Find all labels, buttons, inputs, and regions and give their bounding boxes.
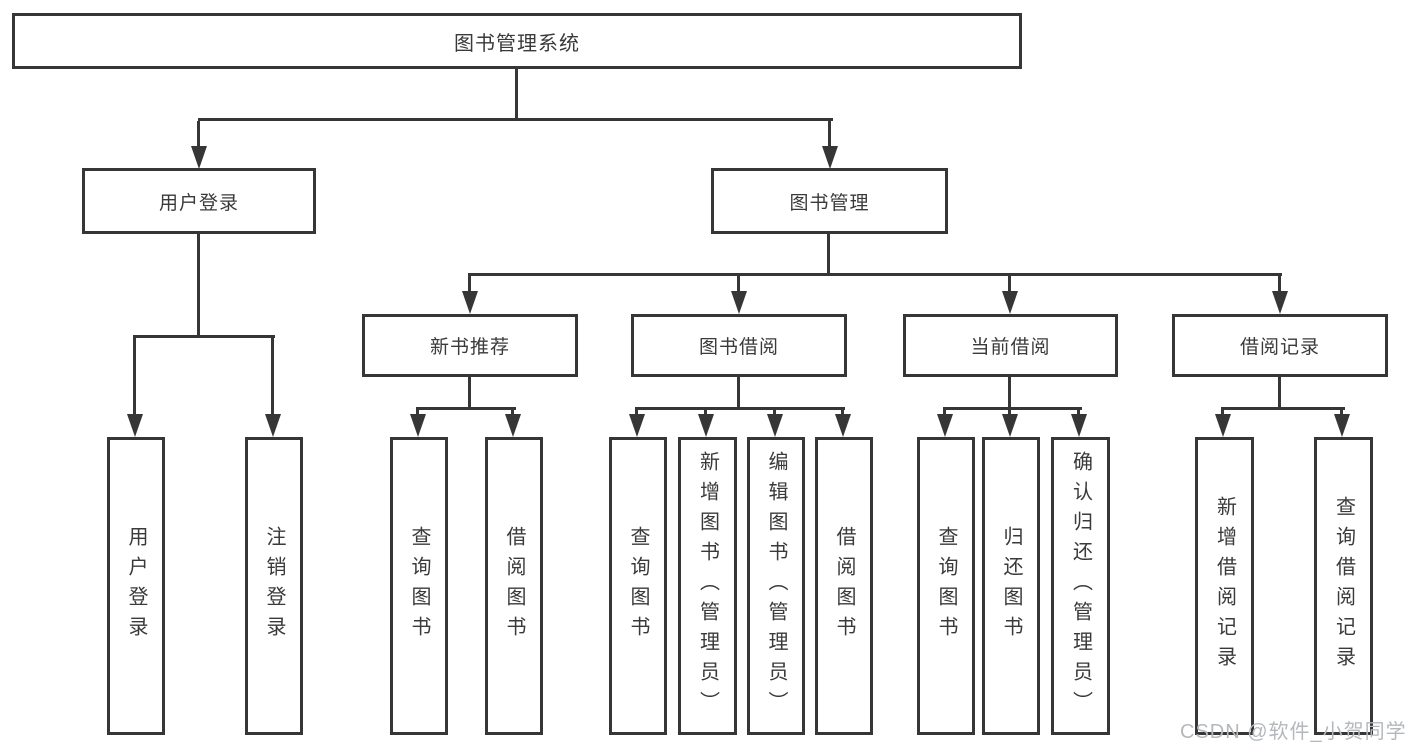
- node-leaf-return-book: 归还图书: [982, 437, 1040, 735]
- watermark-text: CSDN @软件_小贺同学: [1180, 721, 1405, 743]
- leaf-label: 新增图书（管理员）: [696, 451, 719, 721]
- connector-line: [1221, 407, 1345, 410]
- connector-line: [1008, 377, 1011, 407]
- arrow-down-icon: [127, 414, 143, 437]
- leaf-label: 新增借阅记录: [1213, 496, 1236, 676]
- leaf-label: 编辑图书（管理员）: [765, 451, 787, 721]
- node-leaf-query-borrow-record: 查询借阅记录: [1314, 437, 1373, 735]
- connector-line: [737, 377, 740, 407]
- arrow-down-icon: [767, 414, 783, 437]
- arrow-down-icon: [629, 414, 645, 437]
- node-leaf-borrow-book-2: 借阅图书: [815, 437, 873, 735]
- leaf-label: 注销登录: [263, 526, 285, 646]
- connector-line: [841, 410, 844, 417]
- connector-line: [1340, 410, 1343, 417]
- connector-line: [468, 273, 1282, 276]
- node-leaf-add-borrow-record: 新增借阅记录: [1195, 437, 1254, 735]
- node-library-system: 图书管理系统: [12, 13, 1022, 69]
- connector-line: [198, 118, 833, 121]
- arrow-down-icon: [462, 291, 478, 314]
- node-new-book-recommend: 新书推荐: [362, 314, 578, 377]
- connector-line: [1221, 410, 1224, 417]
- connector-line: [704, 410, 707, 417]
- connector-line: [737, 276, 740, 293]
- node-leaf-add-book: 新增图书（管理员）: [678, 437, 737, 735]
- connector-line: [943, 410, 946, 417]
- node-current-borrow: 当前借阅: [903, 314, 1118, 377]
- leaf-label: 查询图书: [935, 526, 957, 646]
- arrow-down-icon: [822, 146, 838, 169]
- arrow-down-icon: [1071, 414, 1087, 437]
- arrow-down-icon: [191, 146, 207, 169]
- connector-line: [197, 234, 200, 335]
- arrow-down-icon: [731, 291, 747, 314]
- node-user-login: 用户登录: [82, 168, 316, 234]
- node-leaf-query-book-2: 查询图书: [609, 437, 667, 735]
- arrow-down-icon: [265, 414, 281, 437]
- connector-line: [827, 234, 830, 273]
- leaf-label: 用户登录: [125, 526, 147, 646]
- connector-line: [1008, 276, 1011, 293]
- arrow-down-icon: [1272, 291, 1288, 314]
- node-book-borrow: 图书借阅: [631, 314, 847, 377]
- leaf-label: 查询借阅记录: [1332, 496, 1355, 676]
- node-leaf-query-book-1: 查询图书: [390, 437, 448, 735]
- node-leaf-edit-book: 编辑图书（管理员）: [747, 437, 805, 735]
- connector-line: [943, 407, 1082, 410]
- connector-line: [635, 410, 638, 417]
- leaf-label: 查询图书: [627, 526, 649, 646]
- connector-line: [271, 338, 274, 417]
- arrow-down-icon: [1334, 414, 1350, 437]
- node-book-management: 图书管理: [711, 168, 948, 234]
- connector-line: [515, 68, 518, 118]
- node-leaf-borrow-book-1: 借阅图书: [485, 437, 543, 735]
- connector-line: [468, 377, 471, 407]
- connector-line: [828, 121, 831, 148]
- arrow-down-icon: [410, 414, 426, 437]
- leaf-label: 确认归还（管理员）: [1069, 451, 1092, 721]
- connector-line: [1278, 377, 1281, 407]
- connector-line: [416, 410, 419, 417]
- leaf-label: 归还图书: [1000, 526, 1022, 646]
- connector-line: [1008, 410, 1011, 417]
- leaf-label: 查询图书: [408, 526, 430, 646]
- node-leaf-query-book-3: 查询图书: [917, 437, 975, 735]
- connector-line: [416, 407, 516, 410]
- arrow-down-icon: [1215, 414, 1231, 437]
- connector-line: [133, 335, 275, 338]
- arrow-down-icon: [835, 414, 851, 437]
- leaf-label: 借阅图书: [503, 526, 525, 646]
- leaf-label: 借阅图书: [833, 526, 855, 646]
- connector-line: [133, 338, 136, 417]
- arrow-down-icon: [1002, 291, 1018, 314]
- connector-line: [635, 407, 845, 410]
- connector-line: [511, 410, 514, 417]
- connector-line: [468, 276, 471, 293]
- connector-line: [1077, 410, 1080, 417]
- arrow-down-icon: [505, 414, 521, 437]
- node-leaf-user-login: 用户登录: [107, 437, 165, 735]
- arrow-down-icon: [698, 414, 714, 437]
- node-leaf-logout: 注销登录: [245, 437, 303, 735]
- arrow-down-icon: [937, 414, 953, 437]
- connector-line: [1278, 276, 1281, 293]
- connector-line: [197, 121, 200, 148]
- node-borrow-records: 借阅记录: [1172, 314, 1388, 377]
- connector-line: [773, 410, 776, 417]
- node-leaf-confirm-return: 确认归还（管理员）: [1051, 437, 1110, 735]
- arrow-down-icon: [1002, 414, 1018, 437]
